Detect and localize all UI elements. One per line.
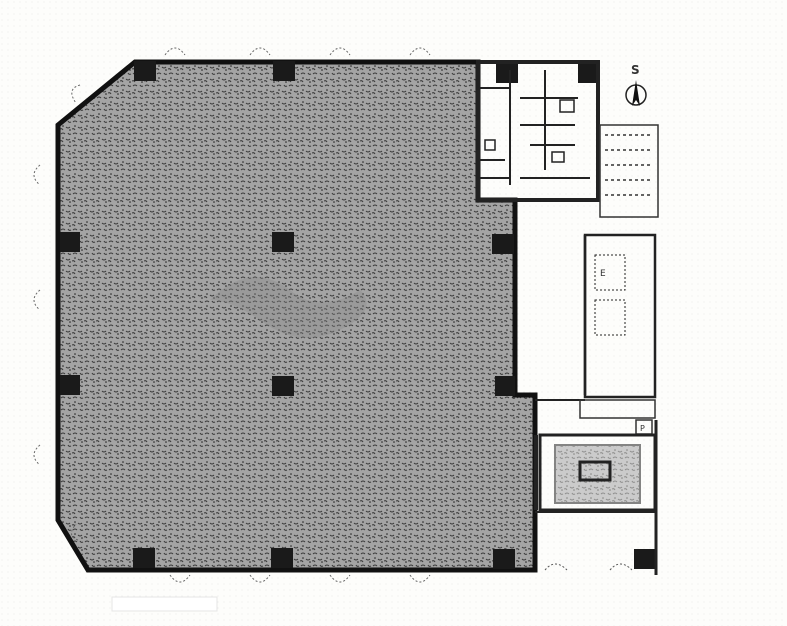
stair-lobby (534, 433, 657, 512)
svg-text:E: E (600, 269, 606, 279)
column (273, 61, 295, 81)
column (60, 232, 80, 252)
elevator-hall (583, 233, 657, 399)
watermark-mark (210, 277, 367, 338)
column (634, 549, 656, 569)
north-arrow: S (625, 63, 647, 106)
window-marks (33, 47, 431, 583)
column (492, 234, 514, 254)
elevator-block: E (583, 233, 657, 399)
office-floor (55, 59, 538, 573)
north-label: S (631, 63, 640, 77)
column (495, 376, 515, 396)
columns (60, 61, 656, 569)
blank-caption-box (111, 596, 218, 612)
column (493, 549, 515, 569)
column (272, 376, 294, 396)
right-annex: P (579, 124, 659, 435)
column (134, 61, 156, 81)
entrance (535, 420, 658, 575)
svg-text:P: P (640, 424, 645, 433)
column (271, 548, 293, 568)
column (60, 375, 80, 395)
column (578, 63, 600, 83)
column (496, 63, 518, 83)
column (133, 548, 155, 568)
column (272, 232, 294, 252)
stair-core (578, 460, 612, 482)
